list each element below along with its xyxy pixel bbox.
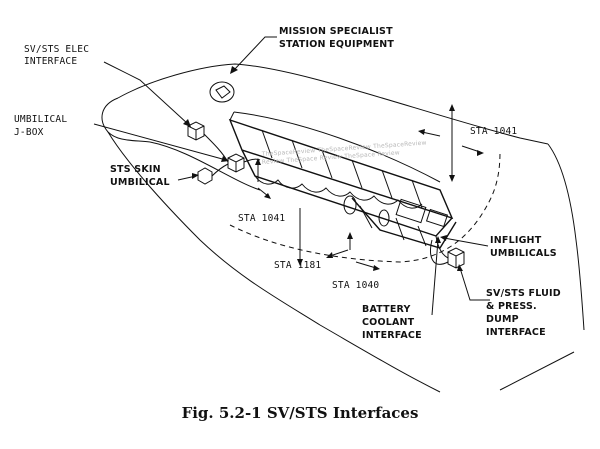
label-fluid-line1: SV/STS FLUID <box>486 288 561 299</box>
label-sv-sts-fluid: SV/STS FLUID & PRESS. DUMP INTERFACE <box>486 288 561 338</box>
label-sta-1041-right: STA 1041 <box>470 126 517 137</box>
label-sta-1041-left: STA 1041 <box>238 213 285 224</box>
label-sv-sts-elec-line1: SV/STS ELEC <box>24 44 89 55</box>
label-sta-1181: STA 1181 <box>274 260 321 271</box>
label-sv-sts-elec: SV/STS ELEC INTERFACE <box>24 44 89 67</box>
watermark-stamp: TheSpaceReview TheSpaceReview TheSpaceRe… <box>261 139 427 166</box>
label-fluid-line3: DUMP <box>486 314 519 325</box>
label-inflight-line2: UMBILICALS <box>490 248 557 259</box>
label-inflight-umbilicals: INFLIGHT UMBILICALS <box>490 235 557 259</box>
label-umbilical-jbox-line1: UMBILICAL <box>14 114 67 125</box>
label-sts-skin-line1: STS SKIN <box>110 164 161 175</box>
label-fluid-line2: & PRESS. <box>486 301 537 312</box>
label-battery-line3: INTERFACE <box>362 330 422 341</box>
label-umbilical-jbox-line2: J-BOX <box>14 127 44 138</box>
orbiter-outline <box>101 63 585 393</box>
label-battery-coolant: BATTERY COOLANT INTERFACE <box>362 304 422 341</box>
label-umbilical-jbox: UMBILICAL J-BOX <box>14 114 67 138</box>
label-mission-specialist-line2: STATION EQUIPMENT <box>279 39 394 50</box>
label-mission-specialist: MISSION SPECIALIST STATION EQUIPMENT <box>279 26 394 50</box>
figure-caption: Fig. 5.2-1 SV/STS Interfaces <box>181 404 419 422</box>
label-sts-skin-umbilical: STS SKIN UMBILICAL <box>110 164 170 188</box>
label-fluid-line4: INTERFACE <box>486 327 546 338</box>
label-sts-skin-line2: UMBILICAL <box>110 177 170 188</box>
payload-module <box>228 111 457 249</box>
label-inflight-line1: INFLIGHT <box>490 235 542 246</box>
label-mission-specialist-line1: MISSION SPECIALIST <box>279 26 393 37</box>
label-sv-sts-elec-line2: INTERFACE <box>24 56 77 67</box>
leader-lines <box>93 36 490 316</box>
label-sta-1040: STA 1040 <box>332 280 379 291</box>
label-battery-line1: BATTERY <box>362 304 411 315</box>
station-axes <box>255 104 484 271</box>
label-battery-line2: COOLANT <box>362 317 415 328</box>
